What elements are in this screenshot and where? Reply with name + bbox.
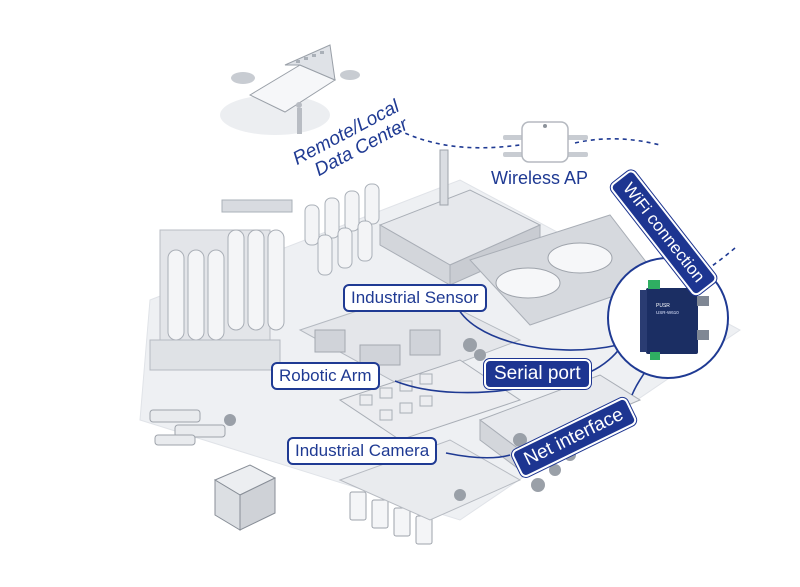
robotic-arm-label: Robotic Arm bbox=[271, 362, 380, 390]
sensor-serial-link bbox=[455, 303, 619, 351]
assembly-cells bbox=[338, 359, 522, 441]
clarifier-tanks bbox=[469, 214, 661, 326]
silo-complex bbox=[149, 199, 293, 371]
camera-net-link bbox=[445, 452, 511, 459]
office-building bbox=[213, 464, 277, 531]
industrial-camera-label: Industrial Camera bbox=[287, 437, 438, 465]
loading-dock-trucks bbox=[338, 439, 522, 545]
device-model: USR-W610 bbox=[656, 310, 679, 315]
industrial-sensor-label: Industrial Sensor bbox=[343, 284, 487, 312]
connection-lines bbox=[394, 129, 736, 459]
ap-wifi-link bbox=[574, 138, 661, 146]
wireless-ap-label: Wireless AP bbox=[491, 168, 589, 188]
device-brand: PUSR bbox=[656, 303, 670, 309]
laptop-dashboard-icon bbox=[220, 44, 360, 135]
datacenter-ap-link bbox=[397, 129, 521, 149]
tank-row bbox=[304, 183, 380, 276]
arm-serial-link bbox=[394, 380, 521, 394]
process-area bbox=[298, 289, 522, 386]
wireless-ap-icon bbox=[503, 121, 588, 163]
serial-port-label: Serial port bbox=[484, 359, 591, 389]
truck-fleet bbox=[149, 409, 226, 446]
